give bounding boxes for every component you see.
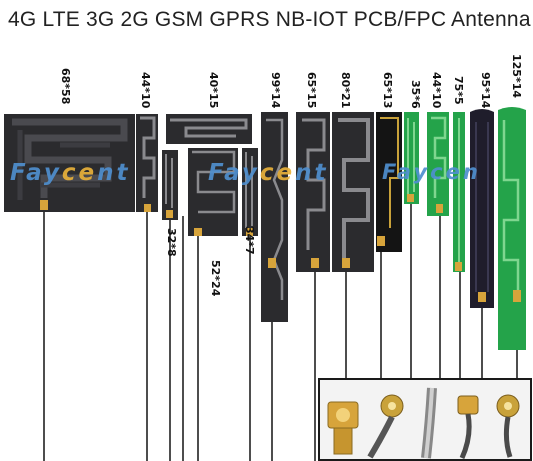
dimension-label-52x24: 52*24 <box>209 260 222 297</box>
dimension-label-44x10: 44*10 <box>139 72 152 109</box>
dimension-label-68x58: 68*58 <box>59 68 72 105</box>
connector-illustration <box>327 387 520 459</box>
watermark-brand: Faycent <box>10 160 131 186</box>
antenna-68x58 <box>4 114 135 212</box>
dimension-label-34x7: 34*7 <box>243 226 256 255</box>
antenna-75x5 <box>453 112 465 272</box>
antenna-95x14 <box>470 109 494 308</box>
connector-options-box <box>318 378 532 461</box>
dimension-label-125x14: 125*14 <box>510 54 523 99</box>
dimension-label-44x10-green: 44*10 <box>430 72 443 109</box>
ipex4-connector-icon <box>457 395 479 459</box>
antenna-34x7 <box>242 148 258 236</box>
coax-cable-end-icon <box>421 387 437 459</box>
page-title: 4G LTE 3G 2G GSM GPRS NB-IOT PCB/FPC Ant… <box>8 8 531 31</box>
antenna-32x8 <box>162 150 178 220</box>
watermark-brand-3: Faycen <box>382 160 481 184</box>
antenna-52x24 <box>188 148 238 236</box>
dimension-label-95x14: 95*14 <box>479 72 492 109</box>
ipex1-connector-2-icon <box>496 394 520 458</box>
dimension-label-32x8: 32*8 <box>165 228 178 257</box>
antenna-99x14 <box>261 112 288 322</box>
sma-connector-icon <box>327 401 359 455</box>
watermark-brand-2: Faycent <box>208 160 329 186</box>
antenna-40x15 <box>166 114 252 144</box>
antenna-65x13 <box>376 112 402 252</box>
antenna-65x15 <box>296 112 330 272</box>
dimension-label-40x15: 40*15 <box>207 72 220 109</box>
dimension-label-35x6: 35*6 <box>409 80 422 109</box>
dimension-label-80x21: 80*21 <box>339 72 352 109</box>
antenna-80x21 <box>332 112 374 272</box>
dimension-label-75x5: 75*5 <box>452 76 465 105</box>
dimension-label-99x14: 99*14 <box>269 72 282 109</box>
antenna-35x6 <box>404 112 419 204</box>
antenna-125x14 <box>498 107 526 350</box>
dimension-label-65x15: 65*15 <box>305 72 318 109</box>
ipex1-connector-icon <box>367 394 404 459</box>
antenna-44x10 <box>136 114 158 212</box>
antenna-44x10-green <box>427 112 449 216</box>
dimension-label-65x13: 65*13 <box>381 72 394 109</box>
